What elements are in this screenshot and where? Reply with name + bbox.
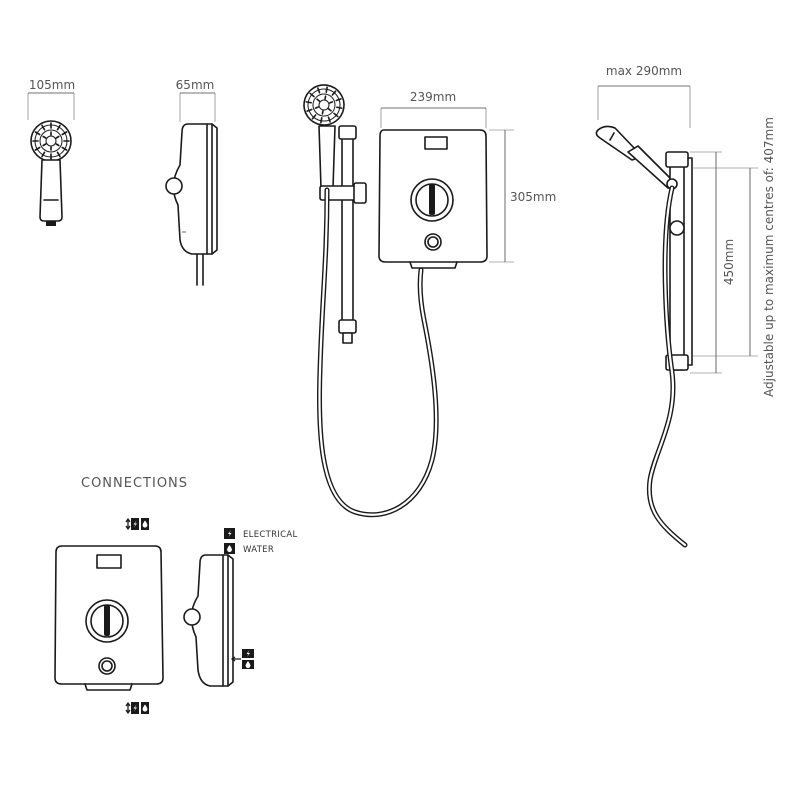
rail-side-view: max 290mm 450mm Adjustable up to maximum… (595, 64, 776, 548)
handset-spray-face (30, 120, 72, 162)
side-depth-label: 65mm (176, 78, 215, 92)
handset-front-view: 105mm (27, 78, 75, 226)
top-entry-icon (125, 517, 149, 531)
rail-length-label: 450mm (722, 239, 736, 285)
legend-electrical-label: ELECTRICAL (243, 530, 298, 540)
unit-width-label: 239mm (410, 90, 456, 104)
rear-entry-icon (230, 649, 254, 669)
handset-width-label: 105mm (29, 78, 75, 92)
main-handset-head (300, 81, 348, 129)
adjustable-centres-note: Adjustable up to maximum centres of: 407… (762, 117, 776, 397)
connections-section: CONNECTIONS ELECTRICAL WATER (54, 476, 298, 715)
projection-label: max 290mm (606, 64, 682, 78)
bottom-entry-icon (125, 701, 149, 715)
connections-heading: CONNECTIONS (81, 476, 188, 491)
unit-side-view: 65mm (165, 78, 218, 286)
legend-water: WATER (224, 543, 274, 555)
riser-rail (341, 129, 354, 331)
main-front-view: 239mm 305mm (300, 81, 556, 518)
legend-water-label: WATER (243, 545, 274, 555)
unit-height-label: 305mm (510, 190, 556, 204)
legend-electrical: ELECTRICAL (224, 528, 298, 540)
